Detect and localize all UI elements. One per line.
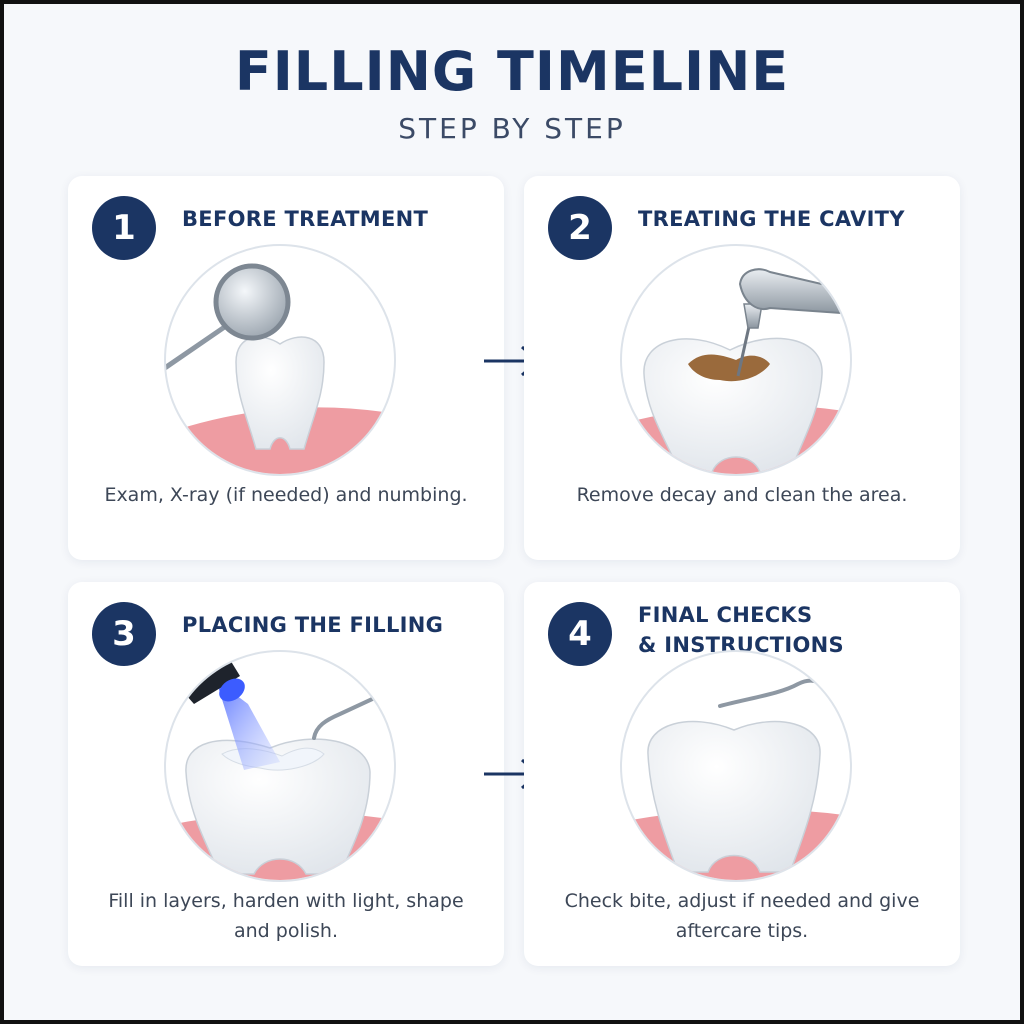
step-description: Remove decay and clean the area. [576,484,908,506]
drilling-illustration [620,244,852,476]
final-check-illustration [620,650,852,882]
step-number-badge: 3 [92,602,156,666]
step-title: TREATING THE CAVITY [638,204,948,234]
step-description: Exam, X-ray (if needed) and numbing. [104,484,468,506]
step-title: BEFORE TREATMENT [182,204,492,234]
step-card-4: 4 FINAL CHECKS & INSTRUCTIONS Check bite… [524,582,960,966]
step-title: PLACING THE FILLING [182,610,492,640]
filling-illustration [164,650,396,882]
step-card-2: 2 TREATING THE CAVITY [524,176,960,560]
dental-instrument-icon [312,686,394,740]
step-title-line: PLACING THE FILLING [182,613,444,637]
step-title: FINAL CHECKS & INSTRUCTIONS [638,600,948,660]
step-card-1: 1 BEFORE TREATMENT [68,176,504,560]
dental-drill-icon [736,268,850,377]
step-description: Check bite, adjust if needed and give af… [564,890,920,942]
page-subtitle: STEP BY STEP [398,112,626,145]
step-title-line: TREATING THE CAVITY [638,207,905,231]
step-number-badge: 2 [548,196,612,260]
page-title: FILLING TIMELINE [234,40,790,103]
step-number-badge: 1 [92,196,156,260]
step-title-line: FINAL CHECKS [638,603,813,627]
step-number-badge: 4 [548,602,612,666]
dental-mirror-icon [166,263,291,375]
exam-illustration [164,244,396,476]
step-card-3: 3 PLACING THE FILLING [68,582,504,966]
step-description: Fill in layers, harden with light, shape… [108,890,464,942]
step-title-line: BEFORE TREATMENT [182,207,429,231]
